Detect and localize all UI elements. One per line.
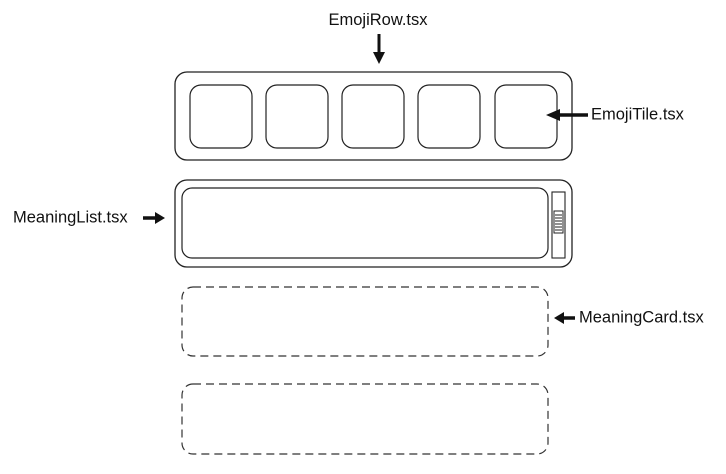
meaning-card-label: MeaningCard.tsx (579, 308, 704, 326)
emoji-tile (494, 84, 558, 149)
emoji-tile (189, 84, 253, 149)
meaning-list-container (174, 179, 573, 268)
meaning-card-placeholder (181, 383, 549, 455)
emoji-tile (265, 84, 329, 149)
emoji-tile (341, 84, 405, 149)
meaning-list-arrow (143, 212, 165, 224)
emoji-row-arrow (373, 34, 385, 64)
emoji-row-label: EmojiRow.tsx (328, 11, 428, 29)
emoji-tiles (189, 84, 558, 149)
emoji-tile-label: EmojiTile.tsx (591, 105, 685, 123)
meaning-card-arrow (554, 312, 575, 324)
scrollbar-thumb[interactable] (553, 210, 564, 234)
meaning-list-scrollbar[interactable] (551, 191, 566, 259)
scrollbar-track[interactable] (551, 191, 566, 259)
meaning-list-viewport (181, 187, 549, 259)
meaning-list-label: MeaningList.tsx (13, 208, 128, 226)
meaning-card-placeholder (181, 286, 549, 357)
emoji-tile (417, 84, 481, 149)
emoji-tile-arrow (546, 109, 588, 121)
